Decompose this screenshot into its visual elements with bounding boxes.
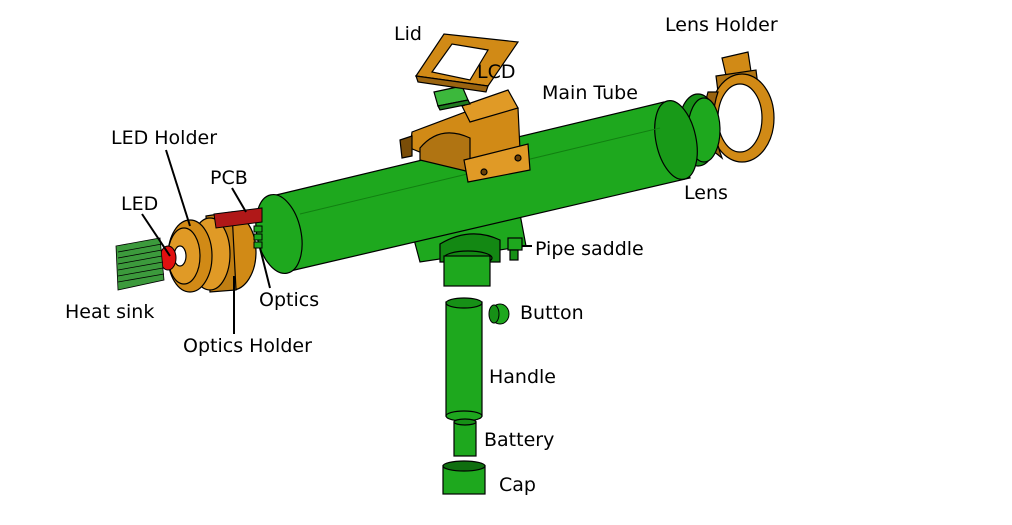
label-pcb: PCB [210, 167, 248, 189]
leader-led [141, 213, 171, 257]
optics-part [253, 225, 263, 249]
lcd-part [433, 85, 471, 111]
label-button: Button [520, 302, 584, 324]
button-part [488, 303, 510, 325]
lens-holder-part [704, 51, 775, 163]
lid-part [414, 33, 520, 93]
label-lens-holder: Lens Holder [665, 14, 778, 36]
label-lid: Lid [394, 23, 422, 45]
label-led: LED [121, 193, 158, 215]
label-main-tube: Main Tube [542, 82, 638, 104]
lcd-housing-part [399, 89, 531, 183]
battery-part [453, 418, 477, 457]
label-handle: Handle [489, 366, 556, 388]
label-lens: Lens [684, 182, 728, 204]
main-tube-part [255, 100, 698, 274]
leader-led-holder [165, 149, 191, 227]
label-pipe-saddle: Pipe saddle [535, 238, 644, 260]
led-holder-part [167, 219, 213, 293]
cap-part [442, 460, 486, 495]
label-lcd: LCD [477, 61, 515, 83]
leader-pcb [231, 187, 247, 213]
label-optics: Optics [259, 289, 319, 311]
pcb-part [213, 207, 263, 229]
label-optics-holder: Optics Holder [183, 335, 312, 357]
label-battery: Battery [484, 429, 554, 451]
label-led-holder: LED Holder [111, 127, 217, 149]
label-heat-sink: Heat sink [65, 301, 154, 323]
leader-lines [141, 149, 532, 334]
label-cap: Cap [499, 474, 536, 496]
leader-optics [259, 247, 271, 289]
handle-part [443, 255, 491, 422]
heat-sink-part [115, 237, 165, 291]
